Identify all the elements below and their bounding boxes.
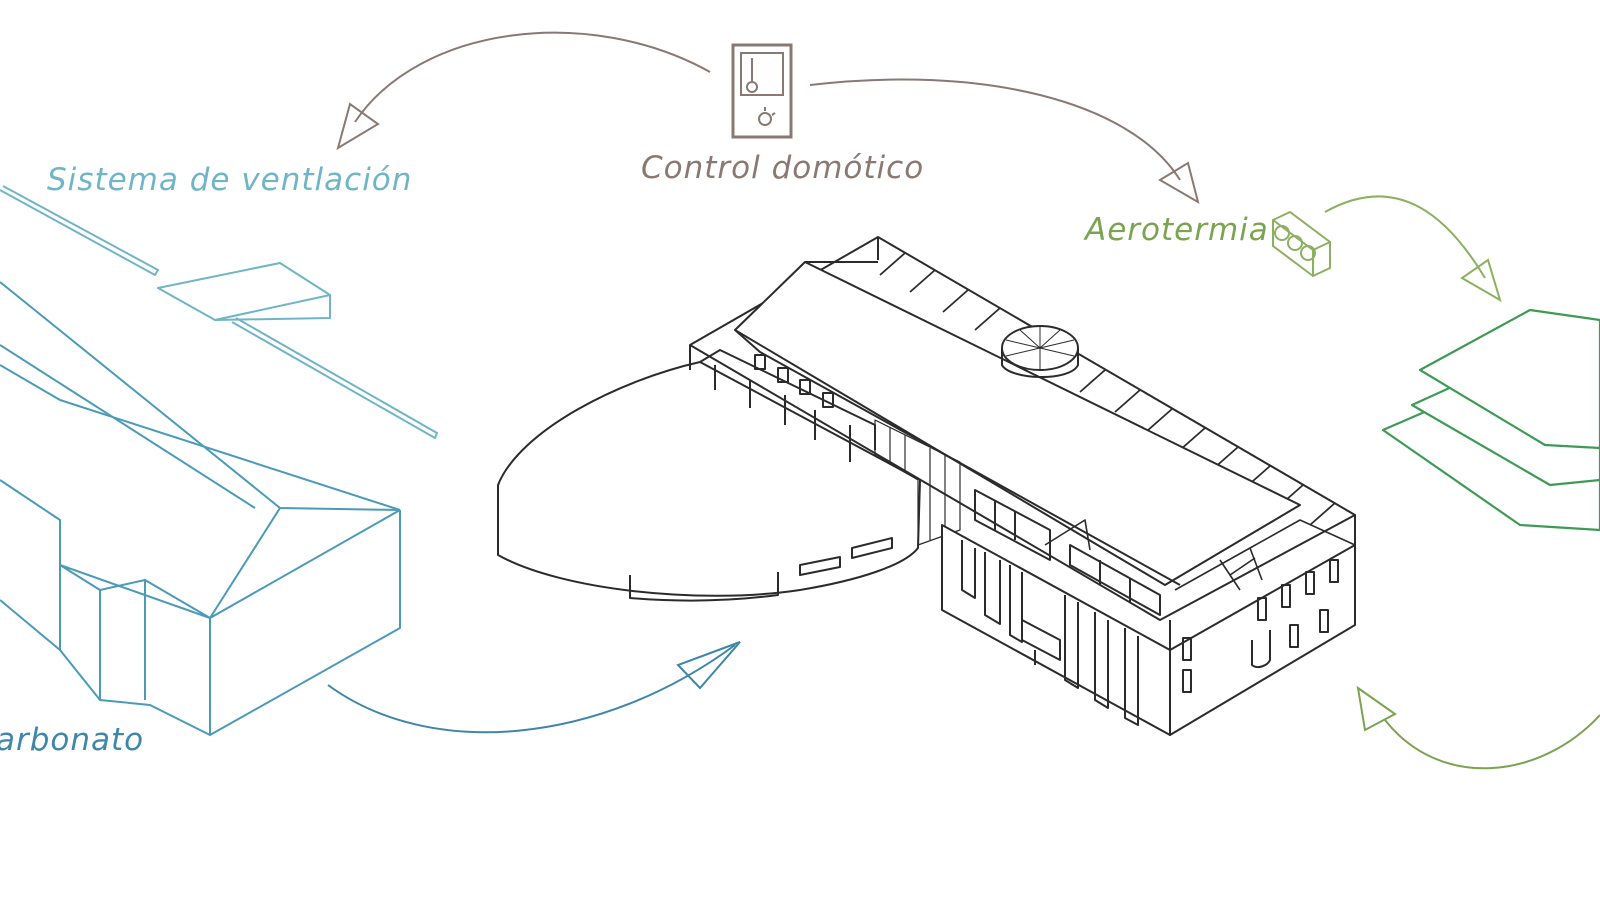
polycarbonate-label: arbonato [0,722,145,758]
home-automation-label: Control domótico [641,150,925,186]
control-to-ventilation-arrow [336,31,711,151]
control-to-aerothermal-arrow [809,78,1200,205]
aerothermal-label: Aerotermia [1085,212,1269,248]
polycarbonate-roof-structure [0,281,401,736]
ventilation-to-building-arrow [327,641,741,734]
ventilation-skylight-strip [0,185,438,439]
main-facade [941,489,1356,736]
rotunda-skylight [1001,325,1079,378]
aerothermal-to-panels-arrow [1324,195,1502,303]
side-frame [1044,519,1356,591]
heat-pump-icon [1272,210,1331,278]
building-axonometric [497,236,1356,736]
connector-slats [874,419,961,546]
radiant-panels [1381,308,1600,532]
ventilation-system-label: Sistema de ventlación [47,162,413,198]
panels-to-building-arrow [1356,685,1600,770]
thermostat-icon [731,43,793,139]
